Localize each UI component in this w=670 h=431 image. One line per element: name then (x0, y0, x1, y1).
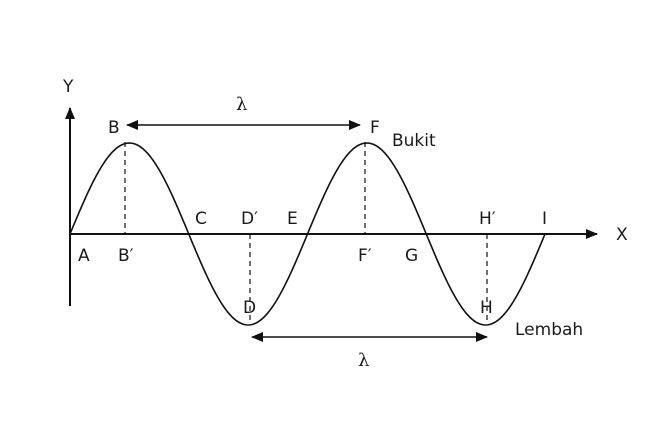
wave-curve (69, 142, 546, 326)
point-label-c: C (195, 209, 207, 229)
wavelength-label-top: λ (236, 94, 247, 115)
point-label-h-prime: H′ (479, 209, 496, 229)
x-axis-label: X (616, 225, 628, 245)
y-axis-label: Y (62, 77, 74, 97)
crest-label: Bukit (392, 131, 436, 151)
wavelength-label-bottom: λ (358, 350, 369, 371)
point-label-e: E (287, 209, 298, 229)
point-label-h: H (480, 298, 493, 318)
point-label-b-prime: B′ (118, 246, 134, 266)
point-label-b: B (108, 118, 120, 138)
point-label-f-prime: F′ (358, 246, 372, 266)
point-label-d: D (243, 298, 256, 318)
point-label-g: G (405, 246, 418, 266)
point-label-f: F (370, 118, 380, 138)
point-label-d-prime: D′ (241, 209, 258, 229)
point-label-i: I (542, 209, 547, 229)
point-label-a: A (78, 246, 90, 266)
trough-label: Lembah (515, 320, 583, 340)
